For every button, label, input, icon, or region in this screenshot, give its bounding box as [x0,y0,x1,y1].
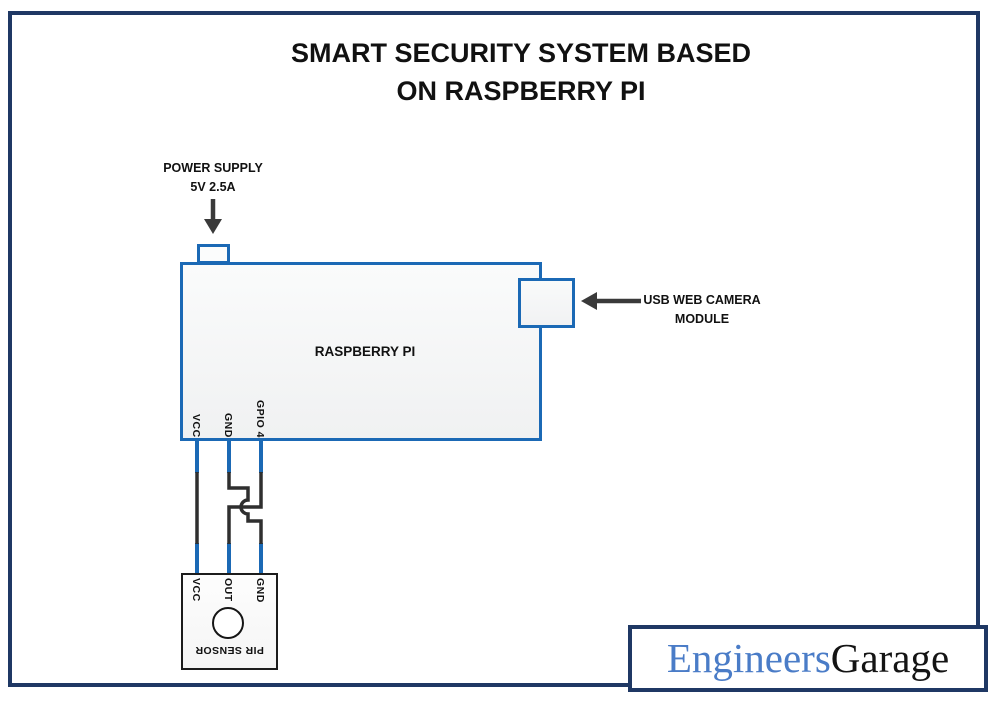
logo-text-garage: Garage [830,635,950,681]
dark-jumper-wires [195,472,263,544]
power-connector-box [197,244,230,264]
wire-gpio4 [227,472,263,544]
annotation-arrowheads [204,219,597,310]
usb-camera-label: USB WEB CAMERA MODULE [612,291,792,329]
power-supply-label-line2: 5V 2.5A [190,180,236,194]
usb-camera-port-box [518,278,575,328]
pir-sensor-label: PIR SENSOR [195,644,264,656]
page-title-line1: SMART SECURITY SYSTEM BASED [290,38,752,68]
usb-camera-label-line2: MODULE [674,312,730,326]
rpi-pin-label-vcc: VCC [190,414,202,438]
usb-camera-label-line1: USB WEB CAMERA [643,293,761,307]
page-title-line2: ON RASPBERRY PI [396,76,646,106]
raspberry-pi-label: RASPBERRY PI [314,344,416,359]
raspberry-pi-box [180,262,542,441]
usb-camera-arrowhead-icon [581,292,597,310]
blue-wire-stubs [195,439,263,601]
pir-pin-label-gnd: GND [254,578,266,603]
power-supply-arrowhead-icon [204,219,222,234]
rpi-pin-label-gnd: GND [222,413,234,438]
page-title: SMART SECURITY SYSTEM BASED ON RASPBERRY… [221,34,821,110]
pir-pin-label-out: OUT [222,578,234,602]
pir-pin-label-vcc: VCC [190,578,202,602]
page-border-frame [8,11,980,687]
logo-text-engineers: Engineers [666,635,831,681]
pir-dome-circle-icon [212,607,244,639]
power-supply-label: POWER SUPPLY 5V 2.5A [133,159,293,197]
power-supply-label-line1: POWER SUPPLY [163,161,263,175]
rpi-pin-label-gpio4: GPIO 4 [254,399,266,438]
annotation-arrows [210,199,641,304]
